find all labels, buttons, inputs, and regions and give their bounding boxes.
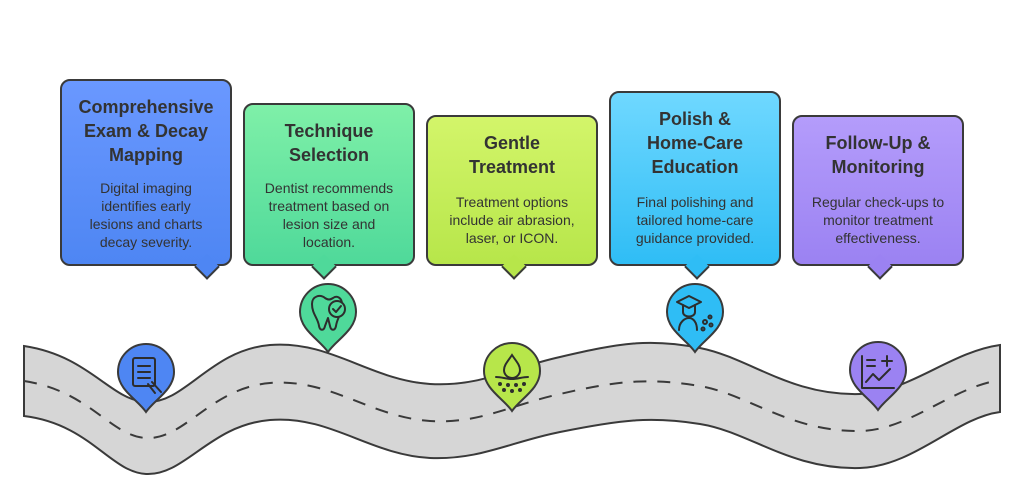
- step-5-title: Follow-Up & Monitoring: [825, 133, 931, 177]
- step-2-title: Technique Selection: [284, 121, 374, 165]
- step-4-title: Polish & Home-Care Education: [646, 109, 744, 177]
- step-5-description: Regular check-ups to monitor treatment e…: [811, 194, 945, 246]
- step-2-description: Dentist recommends treatment based on le…: [264, 180, 394, 250]
- step-4-description: Final polishing and tailored home-care g…: [635, 194, 755, 246]
- step-card-1: Comprehensive Exam & Decay Mapping Digit…: [60, 79, 232, 280]
- road-center-dashes: [23, 379, 1001, 440]
- step-card-2: Technique Selection Dentist recommends t…: [243, 103, 415, 280]
- step-3-description: Treatment options include air abrasion, …: [449, 194, 575, 246]
- step-card-3: Gentle Treatment Treatment options inclu…: [426, 115, 598, 280]
- road-surface: [23, 341, 1001, 476]
- step-1-title: Comprehensive Exam & Decay Mapping: [78, 97, 214, 165]
- step-1-description: Digital imaging identifies early lesions…: [89, 180, 203, 250]
- step-card-5: Follow-Up & Monitoring Regular check-ups…: [792, 115, 964, 280]
- step-3-title: Gentle Treatment: [468, 133, 556, 177]
- step-card-4: Polish & Home-Care Education Final polis…: [609, 91, 781, 280]
